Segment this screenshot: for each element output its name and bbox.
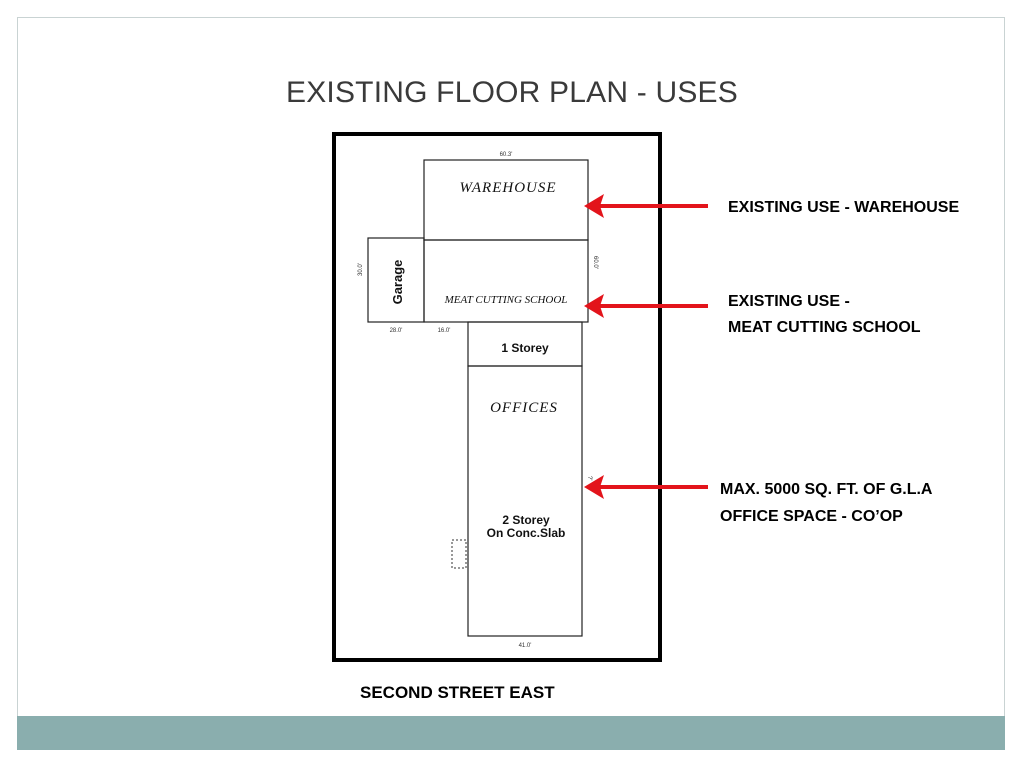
- dim-garage-width: 28.0': [390, 328, 403, 334]
- floor-plan-drawing: 60.3' 60.0' 30.0' 28.0' 16.0' ?' 41.0' W…: [358, 152, 598, 649]
- offices-label: OFFICES: [490, 400, 558, 416]
- two-storey-label-line1: 2 Storey: [502, 513, 550, 527]
- callout-offices-line1: MAX. 5000 SQ. FT. OF G.L.A: [720, 481, 933, 498]
- page-title: EXISTING FLOOR PLAN - USES: [286, 76, 738, 109]
- dim-bottom: 41.0': [519, 643, 532, 649]
- warehouse-room: [423, 159, 589, 241]
- callout-school-line2: MEAT CUTTING SCHOOL: [728, 319, 921, 336]
- two-storey-label-line2: On Conc.Slab: [487, 526, 566, 540]
- bottom-band: [17, 716, 1005, 750]
- callout-school-line1: EXISTING USE -: [728, 293, 850, 310]
- school-label: MEAT CUTTING SCHOOL: [444, 294, 568, 306]
- one-storey-label: 1 Storey: [501, 341, 549, 355]
- street-label: SECOND STREET EAST: [360, 683, 555, 702]
- callout-warehouse: EXISTING USE - WAREHOUSE: [728, 199, 960, 216]
- dim-top: 60.3': [500, 152, 513, 158]
- school-room: [423, 239, 589, 323]
- entry-feature: [451, 539, 467, 569]
- dim-garage-side: 30.0': [358, 263, 364, 276]
- garage-label: Garage: [390, 260, 405, 305]
- dim-offices-side: ?': [586, 476, 592, 480]
- offices-room: [467, 365, 583, 637]
- dim-right: 60.0': [592, 256, 598, 269]
- warehouse-label: WAREHOUSE: [459, 180, 556, 196]
- dim-school-offset: 16.0': [438, 328, 451, 334]
- floor-plan: 60.3' 60.0' 30.0' 28.0' 16.0' ?' 41.0' W…: [332, 132, 662, 662]
- callout-offices-line2: OFFICE SPACE - CO’OP: [720, 508, 903, 525]
- garage-room: [367, 237, 425, 323]
